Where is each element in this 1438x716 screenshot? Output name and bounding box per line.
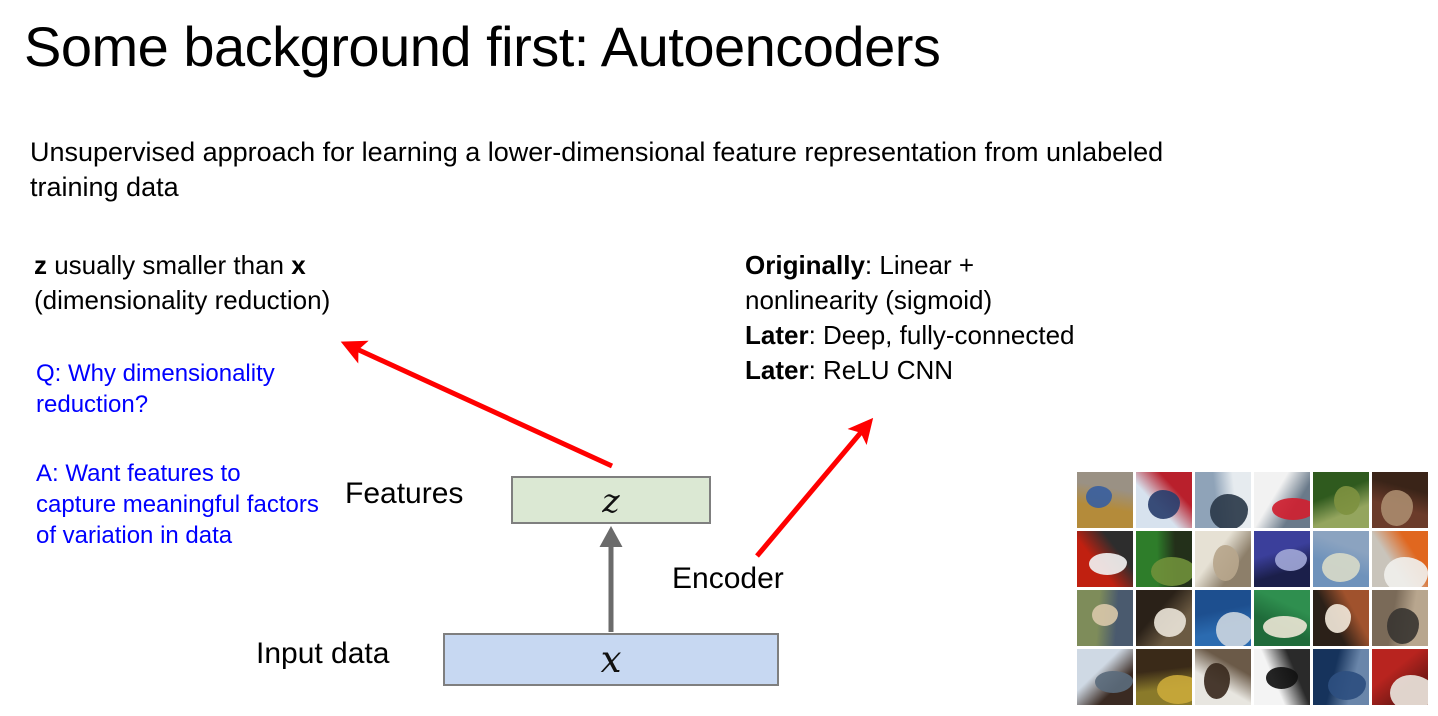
thumbnail-subject (1213, 545, 1239, 581)
thumbnail-subject (1387, 608, 1419, 644)
thumbnail-bird (1254, 590, 1310, 646)
thumbnail-subject (1154, 608, 1186, 637)
thumbnail-subject (1266, 667, 1298, 689)
thumbnail-subject (1263, 616, 1307, 638)
thumbnail-cat (1195, 531, 1251, 587)
thumbnail-airplane (1254, 649, 1310, 705)
thumbnail-frog (1136, 531, 1192, 587)
left-note-line-1-rest: usually smaller than (47, 250, 292, 280)
encoder-label: Encoder (672, 562, 784, 595)
thumbnail-automobile (1254, 531, 1310, 587)
right-note-line-value: nonlinearity (sigmoid) (745, 285, 993, 315)
thumbnail-airplane (1254, 472, 1310, 528)
thumbnail-ship (1195, 472, 1251, 528)
thumbnail-horse (1195, 649, 1251, 705)
left-note-text: z usually smaller than x (dimensionality… (34, 248, 454, 318)
slide-subtitle: Unsupervised approach for learning a low… (30, 137, 1164, 202)
thumbnail-subject (1384, 557, 1428, 587)
thumbnail-truck (1372, 649, 1428, 705)
right-note-line-label: Originally (745, 250, 865, 280)
thumbnail-dog (1313, 590, 1369, 646)
thumbnail-subject (1157, 675, 1192, 704)
right-note-line-label: Later (745, 355, 809, 385)
input-data-label: Input data (256, 637, 390, 670)
page-title: Some background first: Autoencoders (24, 15, 941, 78)
thumbnail-frog (1136, 649, 1192, 705)
thumbnail-subject (1272, 498, 1310, 520)
thumbnail-subject (1148, 490, 1180, 519)
thumbnail-subject (1216, 612, 1251, 646)
thumbnail-horse (1136, 590, 1192, 646)
symbol-z-bold: z (34, 250, 47, 280)
thumbnail-ship (1077, 649, 1133, 705)
left-note-line-2: (dimensionality reduction) (34, 285, 331, 315)
right-note-line: Originally: Linear + (745, 248, 1205, 283)
thumbnail-subject (1275, 549, 1307, 571)
sample-image-grid (1077, 472, 1430, 708)
z-symbol: z (602, 480, 620, 520)
right-note-line-label: Later (745, 320, 809, 350)
right-note-line-value: : Linear + (864, 250, 975, 280)
thumbnail-subject (1390, 675, 1428, 705)
right-note-line: Later: Deep, fully-connected (745, 318, 1205, 353)
feature-node-z: z (511, 476, 711, 524)
thumbnail-subject (1095, 671, 1133, 693)
symbol-x-bold: x (291, 250, 306, 280)
right-note-line-value: : ReLU CNN (808, 355, 954, 385)
thumbnail-subject (1210, 494, 1248, 528)
thumbnail-ship (1136, 472, 1192, 528)
thumbnail-frog (1372, 472, 1428, 528)
thumbnail-subject (1322, 553, 1360, 582)
left-note-line-1: z usually smaller than x (34, 248, 454, 283)
features-label: Features (345, 477, 464, 510)
thumbnail-truck (1195, 590, 1251, 646)
right-note-text: Originally: Linear + nonlinearity (sigmo… (745, 248, 1205, 388)
thumbnail-subject (1151, 557, 1192, 586)
thumbnail-subject (1334, 486, 1360, 515)
thumbnail-subject (1328, 671, 1366, 700)
thumbnail-subject (1086, 486, 1112, 508)
thumbnail-automobile (1077, 531, 1133, 587)
thumbnail-bird (1313, 649, 1369, 705)
thumbnail-truck (1372, 531, 1428, 587)
right-note-line: nonlinearity (sigmoid) (745, 283, 1205, 318)
right-note-line-value: : Deep, fully-connected (808, 320, 1075, 350)
right-note-line: Later: ReLU CNN (745, 353, 1205, 388)
thumbnail-subject (1204, 663, 1230, 699)
qa-question-text: Q: Why dimensionality reduction? (36, 360, 275, 418)
thumbnail-subject (1092, 604, 1118, 626)
qa-answer-text: A: Want features to capture meaningful f… (36, 460, 319, 549)
thumbnail-subject (1089, 553, 1127, 575)
thumbnail-dog (1077, 590, 1133, 646)
thumbnail-subject (1381, 490, 1413, 526)
thumbnail-deer (1372, 590, 1428, 646)
thumbnail-cat (1077, 472, 1133, 528)
thumbnail-frog (1313, 472, 1369, 528)
x-symbol: x (600, 638, 622, 681)
callout-arrow-to-right-note (755, 417, 874, 558)
thumbnail-bird (1313, 531, 1369, 587)
input-node-x: x (443, 633, 779, 686)
callout-arrow-to-left-note (340, 340, 614, 469)
thumbnail-subject (1325, 604, 1351, 633)
